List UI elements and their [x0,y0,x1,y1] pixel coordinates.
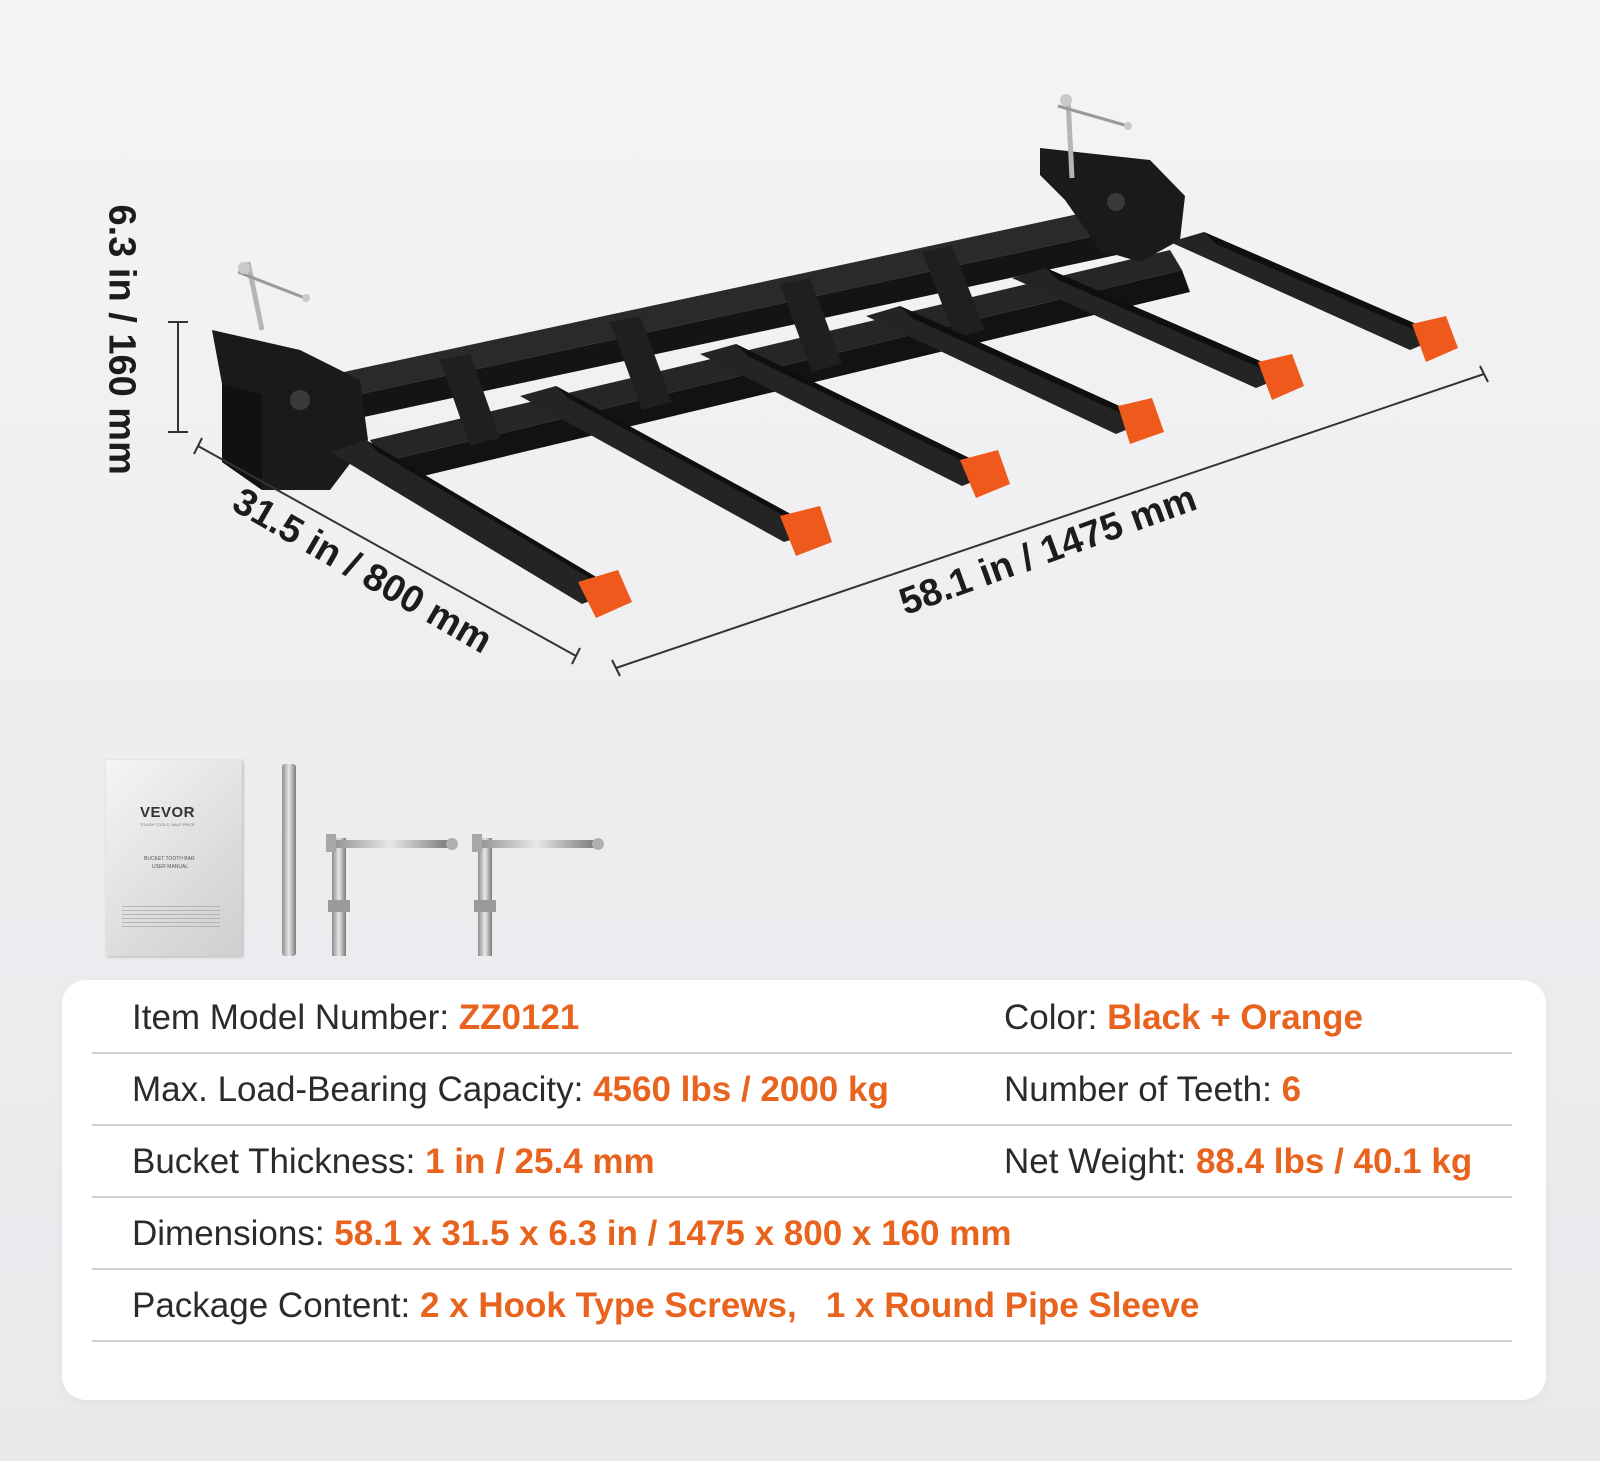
user-manual: VEVOR TOUGH TOOLS, HALF PRICE BUCKET TOO… [106,760,242,956]
height-dimension-line [168,321,188,433]
height-label: 6.3 in / 160 mm [100,204,143,475]
spec-row-5: Package Content: 2 x Hook Type Screws, 1… [92,1268,1512,1342]
dimensions-spec: Dimensions: 58.1 x 31.5 x 6.3 in / 1475 … [132,1214,1011,1254]
model-number-value: ZZ0121 [458,998,580,1037]
tine-4 [866,306,1164,444]
manual-tagline: TOUGH TOOLS, HALF PRICE [140,822,195,827]
load-capacity: Max. Load-Bearing Capacity: 4560 lbs / 2… [132,1070,889,1110]
color-label: Color: [1004,998,1108,1037]
depth-dimension-line [193,437,581,665]
teeth-count: Number of Teeth: 6 [1004,1070,1301,1110]
teeth-count-label: Number of Teeth: [1004,1070,1282,1109]
tine-6 [1170,232,1458,362]
tine-2 [520,386,832,556]
tine-5 [1012,268,1304,400]
dimensions-value: 58.1 x 31.5 x 6.3 in / 1475 x 800 x 160 … [334,1214,1012,1253]
spec-row-4: Dimensions: 58.1 x 31.5 x 6.3 in / 1475 … [92,1196,1512,1270]
tine-1 [330,440,632,618]
load-capacity-label: Max. Load-Bearing Capacity: [132,1070,594,1109]
spec-row-3: Bucket Thickness: 1 in / 25.4 mm Net Wei… [92,1124,1512,1198]
tines [330,232,1458,618]
dimensions-label: Dimensions: [132,1214,335,1253]
net-weight: Net Weight: 88.4 lbs / 40.1 kg [1004,1142,1472,1182]
bucket-thickness: Bucket Thickness: 1 in / 25.4 mm [132,1142,655,1182]
manual-brand: VEVOR [140,804,196,821]
package-content-value: 2 x Hook Type Screws, 1 x Round Pipe Sle… [419,1286,1200,1325]
package-content-label: Package Content: [132,1286,420,1325]
color-value: Black + Orange [1107,998,1363,1037]
round-pipe-sleeve [282,764,296,956]
model-number-label: Item Model Number: [132,998,459,1037]
clamp-on-fork-frame-illustration [168,94,1489,677]
teeth-count-value: 6 [1281,1070,1302,1109]
hook-screw-1 [326,834,458,956]
color-spec: Color: Black + Orange [1004,998,1363,1038]
back-frame [330,205,1190,484]
bucket-thickness-value: 1 in / 25.4 mm [425,1142,655,1181]
load-capacity-value: 4560 lbs / 2000 kg [593,1070,889,1109]
net-weight-label: Net Weight: [1004,1142,1196,1181]
left-mount-bracket [212,261,368,490]
model-number: Item Model Number: ZZ0121 [132,998,579,1038]
net-weight-value: 88.4 lbs / 40.1 kg [1195,1142,1473,1181]
package-content: Package Content: 2 x Hook Type Screws, 1… [132,1286,1199,1326]
manual-subtitle: USER MANUAL [152,864,189,870]
spec-row-1: Item Model Number: ZZ0121 Color: Black +… [92,980,1512,1054]
width-dimension-line [611,365,1489,677]
manual-title: BUCKET TOOTH BAR [144,856,195,862]
spec-row-2: Max. Load-Bearing Capacity: 4560 lbs / 2… [92,1052,1512,1126]
specification-card: Item Model Number: ZZ0121 Color: Black +… [62,980,1546,1400]
right-mount-bracket [1040,94,1185,262]
tine-3 [700,344,1010,498]
hook-screw-2 [472,834,604,956]
hardware-parts [282,764,604,956]
manual-text-lines [122,906,220,928]
bucket-thickness-label: Bucket Thickness: [132,1142,426,1181]
